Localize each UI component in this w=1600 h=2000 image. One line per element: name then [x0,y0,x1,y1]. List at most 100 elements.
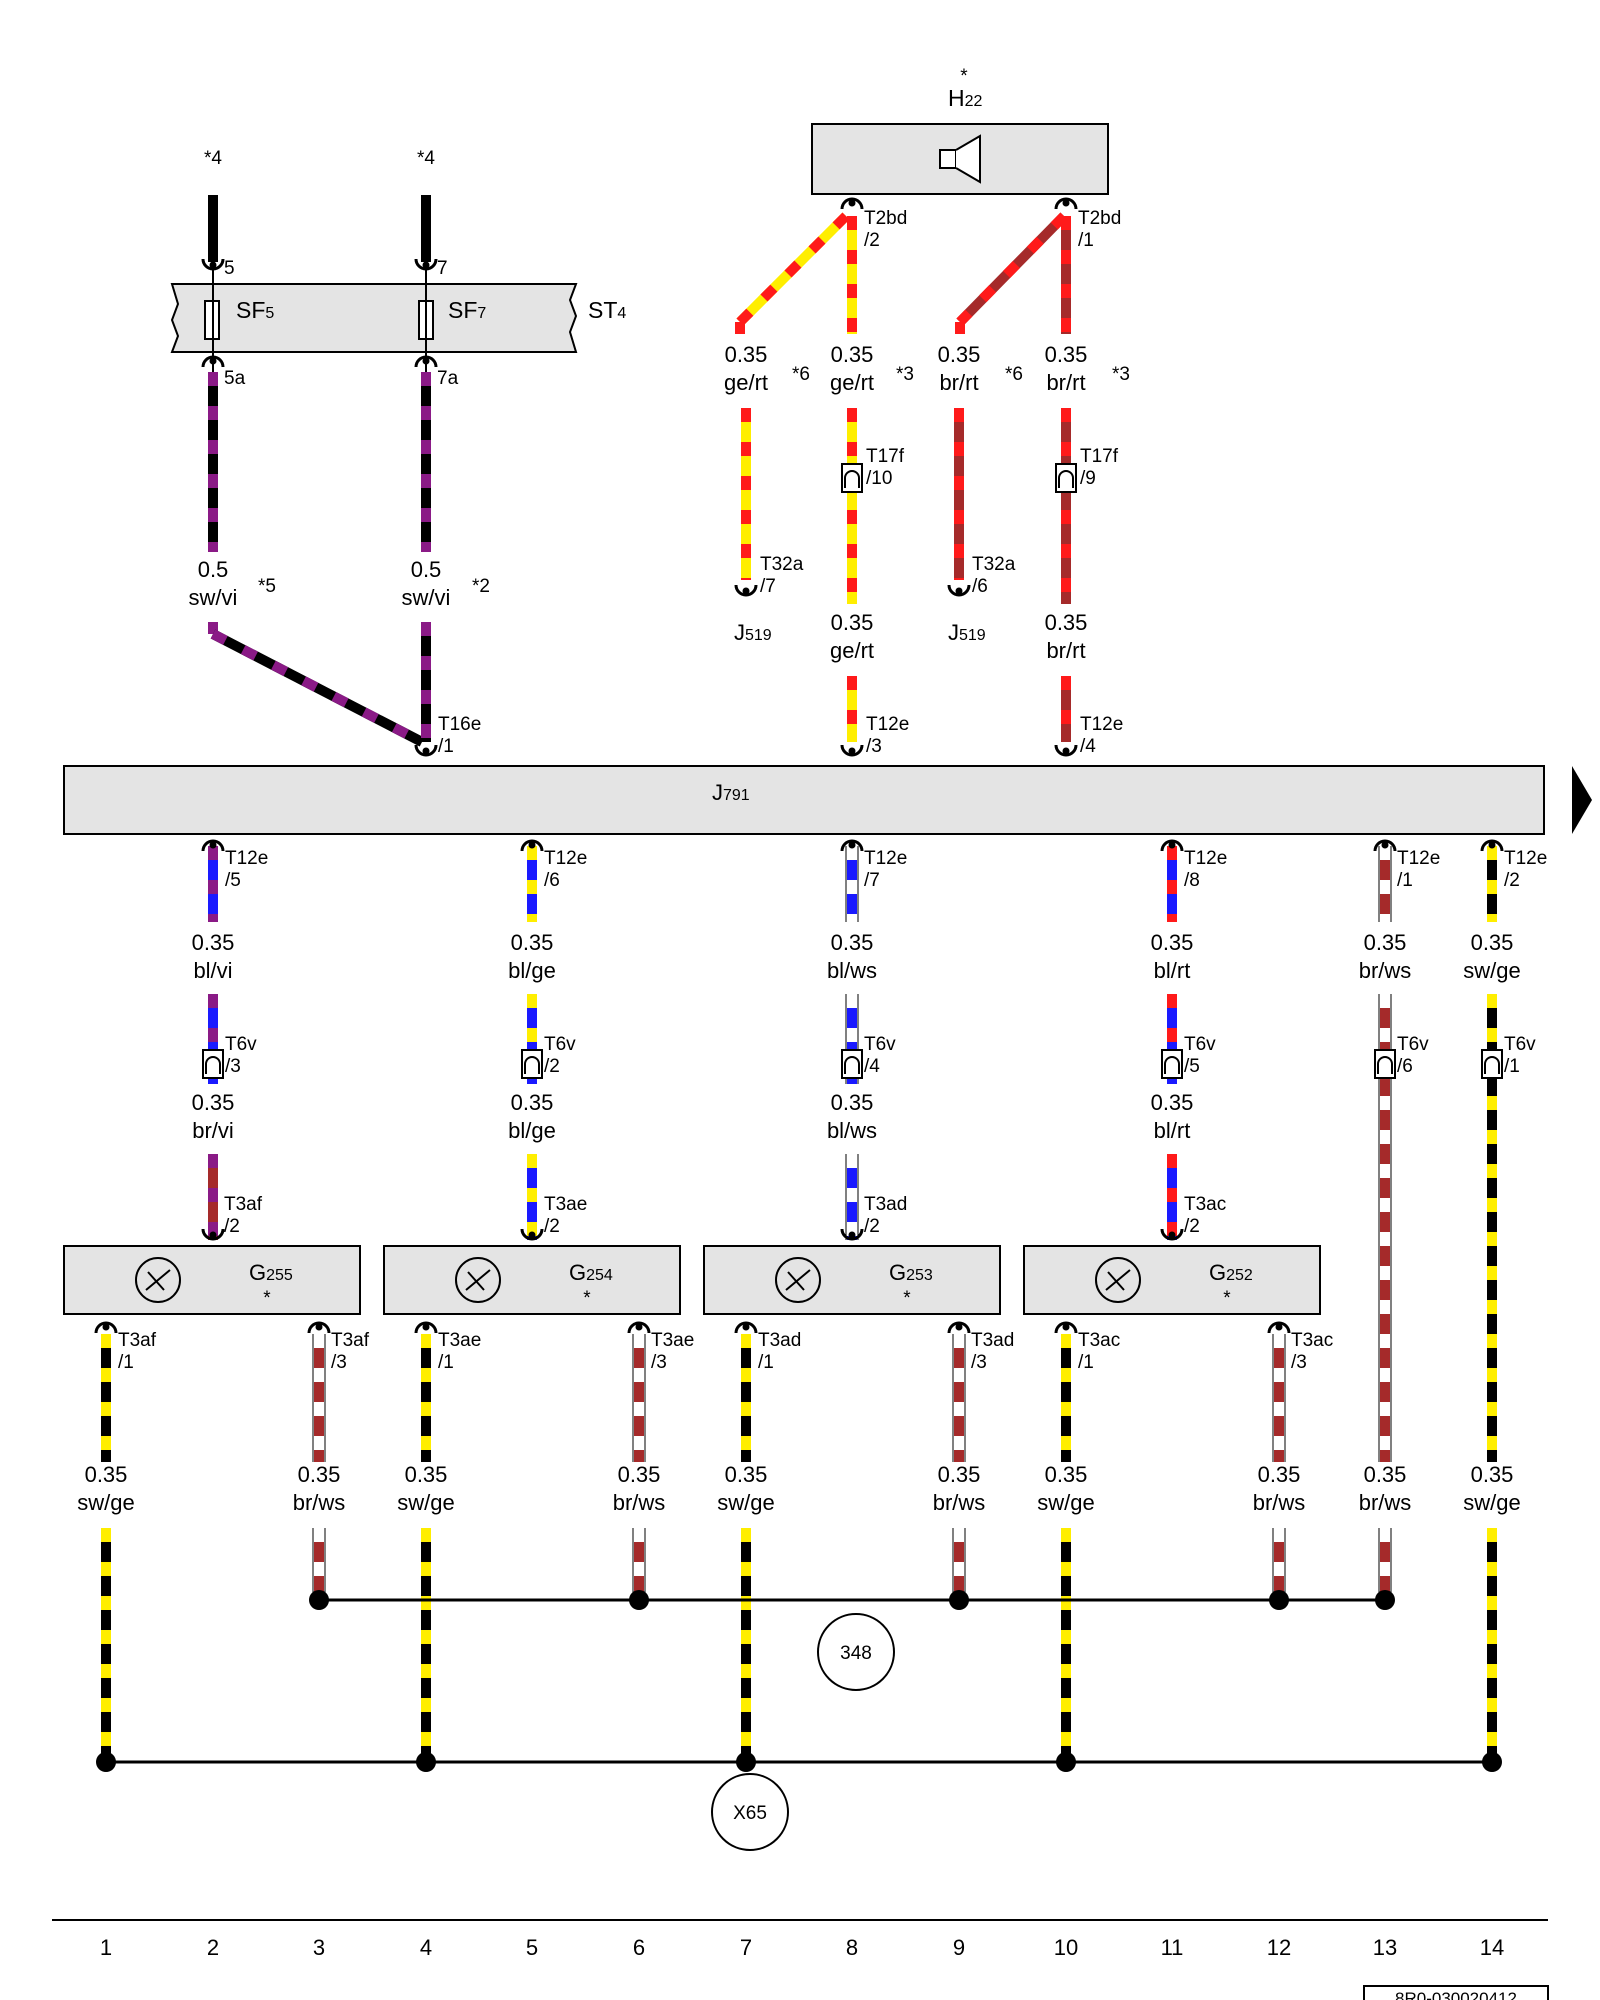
conn-t17f-10-name: T17f [866,446,905,467]
wire-c10-label-size: 0.35 [1045,1462,1088,1487]
column-number-1: 1 [100,1935,112,1960]
column-number-7: 7 [740,1935,752,1960]
conn-t3ac_3-pin: /3 [1291,1352,1307,1373]
wire-h22-diag-1-stripe [736,212,850,326]
pin-j791-c13 [1373,839,1397,852]
wire-t2-label-size: 0.35 [831,342,874,367]
wire-t3-label-color: br/rt [939,370,978,395]
pin-sensor-c11 [1160,1228,1184,1241]
bus-dot-9 [949,1590,969,1610]
bus-dot-10 [1056,1752,1076,1772]
conn-t3ac_3-name: T3ac [1291,1330,1333,1351]
wire-vi-c4-label-size: 0.5 [411,557,442,582]
conn-t2bd-1-name: T2bd [1078,208,1121,229]
bus-dot-13 [1375,1590,1395,1610]
column-number-8: 8 [846,1935,858,1960]
sf5-label-base: SF [236,297,265,323]
pin-t12e-3 [840,744,864,757]
sf5-in-pin: 5 [224,258,235,279]
inline-t17f-10 [841,463,863,493]
pin-sensor-c5 [520,1228,544,1241]
sf7-label-base: SF [448,297,477,323]
j791-label-sub: 791 [723,787,750,804]
speaker-cone-icon [955,134,981,184]
conn-t3ac_1-name: T3ac [1078,1330,1120,1351]
pin-j791-c11 [1160,839,1184,852]
wire-c12-label-size: 0.35 [1258,1462,1301,1487]
wire-c13-label-color: br/ws [1359,1490,1412,1515]
conn-t12e-3-name: T12e [866,714,909,735]
wire-m8-label-size: 0.35 [831,610,874,635]
conn-t3ac-2-name: T3ac [1184,1194,1226,1215]
conn-t3ae_3-name: T3ae [651,1330,694,1351]
pin-j791-c11-tip [1168,841,1176,849]
pin-t16e-1-tip [422,747,430,755]
component-layer [52,123,1592,2000]
wire-c4-label-size: 0.35 [405,1462,448,1487]
conn-t3ae-2-pin: /2 [544,1216,560,1237]
conn-t3af_3-name: T3af [331,1330,370,1351]
wire-a2-label-color: bl/vi [193,958,232,983]
wire-c9-label-size: 0.35 [938,1462,981,1487]
wire-c14-label-size: 0.35 [1471,1462,1514,1487]
g252-sensor-line [1105,1269,1131,1291]
wire-c6-label-size: 0.35 [618,1462,661,1487]
ground-348-circle [817,1613,895,1691]
h22-label: H22 [948,85,983,111]
wire-h22-diag-3-stripe [956,212,1068,326]
conn-t3ae-2-name: T3ae [544,1194,587,1215]
pin-t12e-4 [1054,744,1078,757]
pin-t12e-3-tip [848,747,856,755]
inline-t6v-c5 [521,1049,543,1079]
conn-t2bd-1-pin: /1 [1078,230,1094,251]
wire-c7-label-size: 0.35 [725,1462,768,1487]
g254-sensor-line [465,1269,491,1291]
conn-t6v_4-pin: /4 [864,1056,880,1077]
g255-label-sub: 255 [266,1267,293,1284]
g255-box [63,1245,361,1315]
g253-sensor-line2 [787,1271,805,1291]
st4-label-base: ST [588,297,617,323]
note-w2: *3 [896,364,914,385]
pin-sensor-out-c12 [1267,1321,1291,1334]
pin-sensor-out-c3 [307,1321,331,1334]
conn-t3ac_1-pin: /1 [1078,1352,1094,1373]
wire-vi-diagonal-stripe [210,629,425,747]
wire-c3-label-size: 0.35 [298,1462,341,1487]
g253-label-sub: 253 [906,1267,933,1284]
g253-sensor-line [785,1269,811,1291]
connector-layer [94,197,1504,1772]
sf7-out-pin: 7a [437,368,459,389]
pin-t32a-7 [734,584,758,597]
pin-sensor-out-c7 [734,1321,758,1334]
wire-c10-label-color: sw/ge [1037,1490,1094,1515]
bus-dot-14 [1482,1752,1502,1772]
wire-m10-label-color: br/rt [1046,638,1085,663]
g252-label-sub: 252 [1226,1267,1253,1284]
inline-t6v-c8-arc [844,1056,860,1074]
pin-sf5-out [201,355,225,368]
g255-sensor-line2 [147,1271,165,1291]
wire-t1-label-size: 0.35 [725,342,768,367]
j519-b-label-sub: 519 [959,627,986,644]
pin-sensor-out-c1 [94,1321,118,1334]
conn-t6v_1-name: T6v [1504,1034,1536,1055]
conn-t16e-1-name: T16e [438,714,481,735]
conn-t12e_5-pin: /5 [225,870,241,891]
wire-c3-label-color: br/ws [293,1490,346,1515]
conn-t12e_2-name: T12e [1504,848,1547,869]
j791-box [63,765,1545,835]
conn-t6v_4-name: T6v [864,1034,896,1055]
pin-sf5-in-tip [209,261,217,269]
wire-a5-label-size: 0.35 [511,930,554,955]
inline-t6v-c2-arc [205,1056,221,1074]
ground-348-label: 348 [840,1643,872,1664]
pin-sensor-c5-tip [528,1231,536,1239]
sf5-label-sub: 5 [265,305,274,322]
sf5-out-pin: 5a [224,368,246,389]
pin-sensor-c8 [840,1228,864,1241]
inline-t17f-9-arc [1058,470,1074,488]
pin-j791-c2 [201,839,225,852]
pin-sf7-out-tip [422,357,430,365]
wire-b2-label-size: 0.35 [192,1090,235,1115]
